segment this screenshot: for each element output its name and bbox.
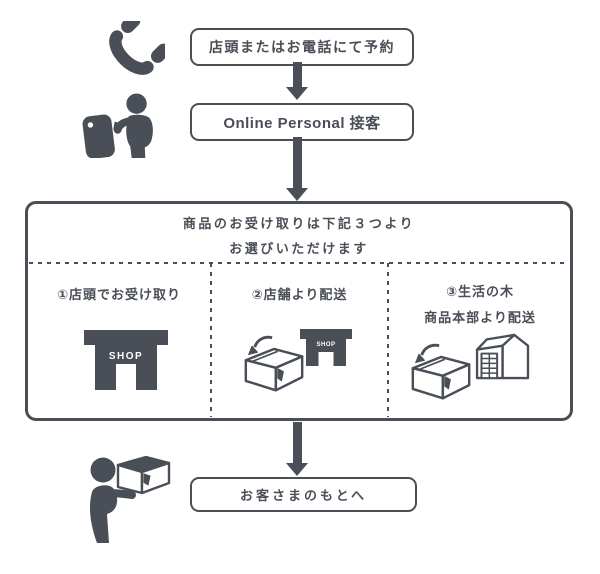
flow-arrow-1 [286, 62, 308, 100]
step-online-personal-label: Online Personal 接客 [223, 114, 381, 132]
shop-sign-text: SHOP [316, 342, 336, 348]
option3-label-line2: 商品本部より配送 [424, 310, 536, 325]
shop-awning [84, 330, 168, 345]
shipping-box-icon [243, 334, 305, 394]
small-storefront-icon: SHOP [300, 329, 352, 366]
storefront-icon: SHOP [84, 330, 168, 390]
column-divider-2 [387, 263, 389, 417]
shop-door [116, 364, 136, 390]
pickup-box-header: 商品のお受け取りは下記３つより お選びいただけます [25, 211, 573, 261]
option1-label: ①店頭でお受け取り [56, 287, 181, 302]
header-divider-dashed [29, 262, 569, 264]
warehouse-icon [473, 333, 534, 380]
flow-arrow-3 [286, 422, 308, 476]
phone-handset-icon [95, 21, 165, 87]
person-carrying-box-icon [80, 452, 175, 544]
person-with-smartphone-icon [82, 92, 162, 158]
step-customer-label: お客さまのもとへ [239, 488, 368, 503]
pickup-header-line2: お選びいただけます [229, 241, 369, 256]
step-box-reservation: 店頭またはお電話にて予約 [190, 28, 414, 66]
shipping-box-icon [410, 342, 472, 402]
shop-door [318, 352, 334, 366]
option2-label: ②店舗より配送 [251, 287, 348, 302]
option3-label-line1: ③生活の木 [445, 284, 514, 299]
shop-sign-text: SHOP [108, 351, 144, 362]
step-reservation-label: 店頭またはお電話にて予約 [209, 39, 395, 55]
shop-awning [300, 329, 352, 339]
flow-arrow-2 [286, 137, 308, 201]
column-divider-1 [210, 263, 212, 417]
pickup-header-line1: 商品のお受け取りは下記３つより [182, 216, 416, 231]
step-box-online-personal: Online Personal 接客 [190, 103, 414, 141]
step-box-customer: お客さまのもとへ [190, 477, 417, 512]
